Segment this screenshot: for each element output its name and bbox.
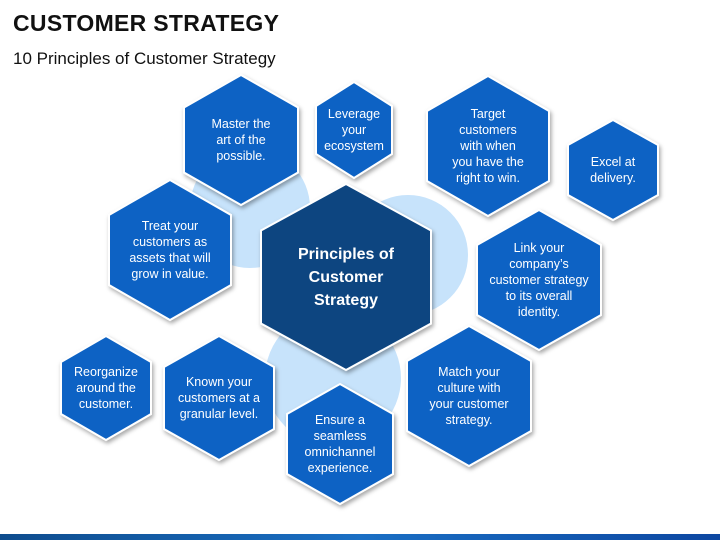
principle-8-hexagon — [163, 334, 275, 462]
principle-5-label: Treat your customers as assets that will… — [129, 219, 211, 281]
center-label: Principles of Customer Strategy — [297, 245, 394, 309]
principle-1-hexagon — [183, 73, 299, 207]
principle-7-hexagon — [60, 334, 152, 442]
principle-3-hexagon — [426, 74, 550, 218]
principle-4-hexagon — [567, 118, 659, 222]
principle-4-label: Excel at delivery. — [590, 155, 636, 185]
principle-9-label: Match your culture with your customer st… — [429, 365, 509, 427]
footer-bar — [0, 534, 720, 540]
page-title: CUSTOMER STRATEGY — [13, 10, 280, 36]
principle-8-label: Known your customers at a granular level… — [177, 375, 260, 421]
principle-6-hexagon — [476, 208, 602, 352]
principle-10-label: Ensure a seamless omnichannel experience… — [304, 413, 376, 475]
hexagon-layer — [60, 73, 659, 506]
principle-2-hexagon — [315, 80, 393, 180]
principle-5-hexagon — [108, 178, 232, 322]
principle-3-label: Target customers with when you have the … — [452, 107, 524, 185]
principle-7-label: Reorganize around the customer. — [74, 365, 138, 411]
principle-2-label: Leverage your ecosystem — [324, 107, 384, 153]
principle-6-label: Link your company’s customer strategy to… — [489, 241, 589, 319]
principle-9-hexagon — [406, 324, 532, 468]
principle-1-label: Master the art of the possible. — [211, 117, 271, 163]
page-subtitle: 10 Principles of Customer Strategy — [13, 49, 276, 68]
principle-10-hexagon — [286, 382, 394, 506]
center-hexagon — [260, 182, 432, 372]
